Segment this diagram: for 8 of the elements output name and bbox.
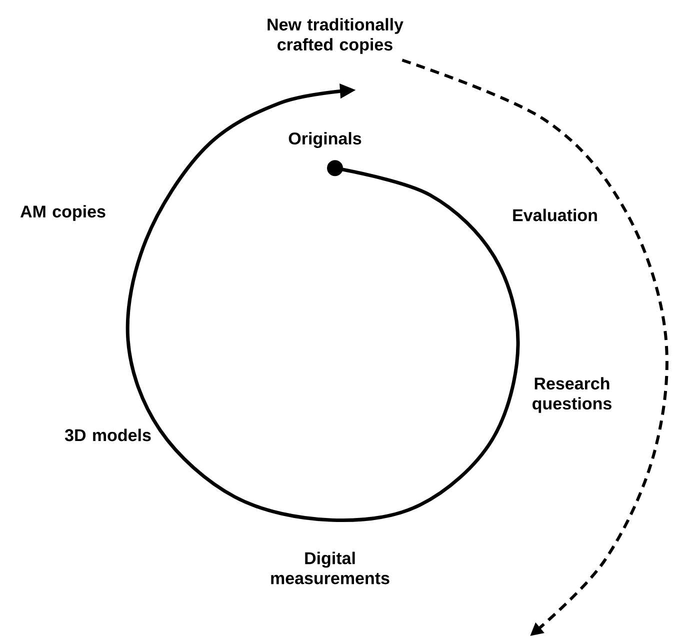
stage-label: Research questions bbox=[532, 377, 612, 413]
stage-label: Evaluation bbox=[513, 208, 597, 222]
step-label: Originals bbox=[288, 132, 362, 148]
stage-label: AM copies bbox=[20, 205, 106, 221]
step-label: New traditionally crafted copies bbox=[268, 18, 404, 54]
stage-label: 3D models bbox=[64, 428, 151, 442]
arrow bbox=[126, 84, 520, 522]
stage-label: Digital measurements bbox=[271, 552, 390, 584]
